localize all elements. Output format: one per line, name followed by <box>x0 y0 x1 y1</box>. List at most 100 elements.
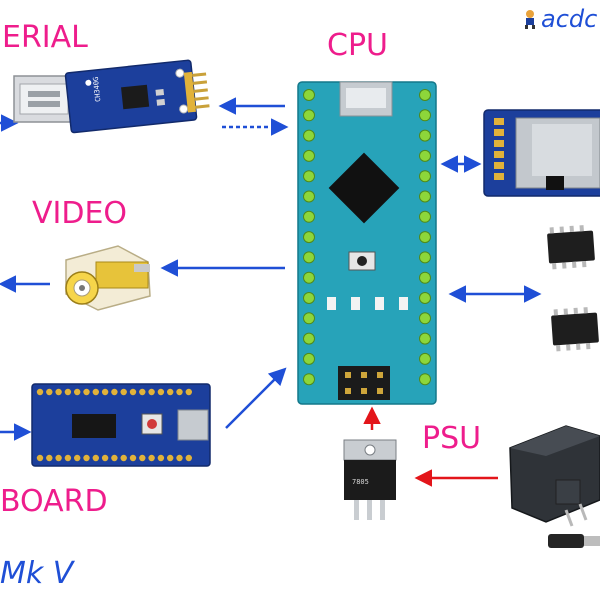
pin-pad <box>129 388 137 396</box>
pin-pad <box>120 388 127 396</box>
pin-pad <box>303 352 315 365</box>
pin-pad <box>167 454 174 462</box>
pin-pad <box>101 454 109 462</box>
arrow-keyboard-to-cpu <box>225 367 287 429</box>
pin-pad <box>111 454 118 462</box>
pin-pad <box>55 388 62 396</box>
pin-pad <box>303 109 315 122</box>
brand-text: acdc <box>541 5 598 33</box>
keyboard-label: BOARD <box>0 484 108 519</box>
pin-pad <box>303 210 315 223</box>
atmega-chip <box>328 152 400 224</box>
pin-pad <box>419 89 431 101</box>
usb-plug <box>13 75 75 123</box>
usb-serial-adapter: CH340G <box>13 59 210 134</box>
pin-pad <box>46 454 53 462</box>
pin-pad <box>101 388 109 396</box>
power-supply-adapter <box>509 425 600 548</box>
pin-pad <box>303 170 315 183</box>
video-label: VIDEO <box>32 196 128 231</box>
dc-barrel-plug <box>548 534 600 548</box>
sd-pin <box>494 162 504 169</box>
pin-pad <box>148 454 155 462</box>
pin-pad <box>303 251 315 264</box>
sd-pin <box>494 140 504 147</box>
pin-pad <box>419 109 431 122</box>
pin-pad <box>148 388 155 396</box>
pin-pad <box>419 129 431 142</box>
pin-pad <box>139 388 146 396</box>
rca-video-jack <box>65 245 151 311</box>
mascot-icon <box>522 7 538 29</box>
pin-pad <box>167 388 174 396</box>
sd-pin <box>494 118 504 125</box>
pin-pad <box>303 89 315 101</box>
pin-pad <box>303 332 315 345</box>
pin-pad <box>120 454 127 462</box>
voltage-regulator: 7805 <box>343 439 397 520</box>
pin-pad <box>176 454 183 462</box>
pin-pad <box>419 271 431 284</box>
pin-pad <box>419 190 431 203</box>
pin-pad <box>419 210 431 223</box>
pin-pad <box>419 251 431 264</box>
pin-pad <box>176 388 183 396</box>
pin-pad <box>419 312 431 325</box>
sd-card-module <box>483 109 600 197</box>
pin-headers-right <box>419 89 431 386</box>
pin-pad <box>157 454 165 462</box>
pin-pad <box>83 388 90 396</box>
pin-pad <box>419 373 431 386</box>
serial-label: ERIAL <box>2 20 88 55</box>
pin-pad <box>92 388 100 396</box>
pin-pad <box>92 454 100 462</box>
pin-pad <box>303 149 315 162</box>
pin-pad <box>303 292 315 304</box>
pin-pad <box>36 454 44 462</box>
regulator-text: 7805 <box>352 478 369 486</box>
sd-pin <box>494 173 504 180</box>
version-label: Mk V <box>0 556 74 591</box>
pin-pad <box>129 454 137 462</box>
pin-pad <box>419 170 431 183</box>
pin-pad <box>303 190 315 203</box>
micro-usb-port <box>177 409 209 441</box>
pin-pad <box>303 373 315 386</box>
pin-pad <box>74 454 81 462</box>
pin-pad <box>303 129 315 142</box>
sd-pin <box>494 129 504 136</box>
pin-pad <box>419 231 431 244</box>
keyboard-controller-board <box>31 383 211 467</box>
pin-pad <box>139 454 146 462</box>
cpu-label: CPU <box>327 28 388 63</box>
pin-pad <box>64 388 72 396</box>
pin-pad <box>74 388 81 396</box>
icsp-header <box>338 366 390 400</box>
pin-pad <box>185 388 192 396</box>
ch340-text: CH340G <box>92 76 103 102</box>
sd-pin <box>494 151 504 158</box>
psu-label: PSU <box>422 421 482 456</box>
pin-pad <box>64 454 72 462</box>
brand-row: acdc <box>522 5 597 33</box>
pin-pad <box>303 312 315 325</box>
pin-pad <box>419 292 431 304</box>
pin-pad <box>303 231 315 244</box>
pin-pad <box>419 332 431 345</box>
pin-headers-left <box>303 89 315 386</box>
ch340-chip <box>121 84 150 110</box>
eeprom-chip-top <box>547 225 595 270</box>
pin-pad <box>83 454 90 462</box>
keyboard-chip <box>72 414 116 438</box>
pin-pad <box>303 271 315 284</box>
pin-pad <box>111 388 118 396</box>
pin-pad <box>55 454 62 462</box>
eeprom-chip-bottom <box>551 307 599 352</box>
pin-pad <box>419 149 431 162</box>
pin-pad <box>157 388 165 396</box>
pin-pad <box>36 388 44 396</box>
arduino-nano-board <box>297 81 437 405</box>
pin-pad <box>46 388 53 396</box>
pin-pad <box>419 352 431 365</box>
